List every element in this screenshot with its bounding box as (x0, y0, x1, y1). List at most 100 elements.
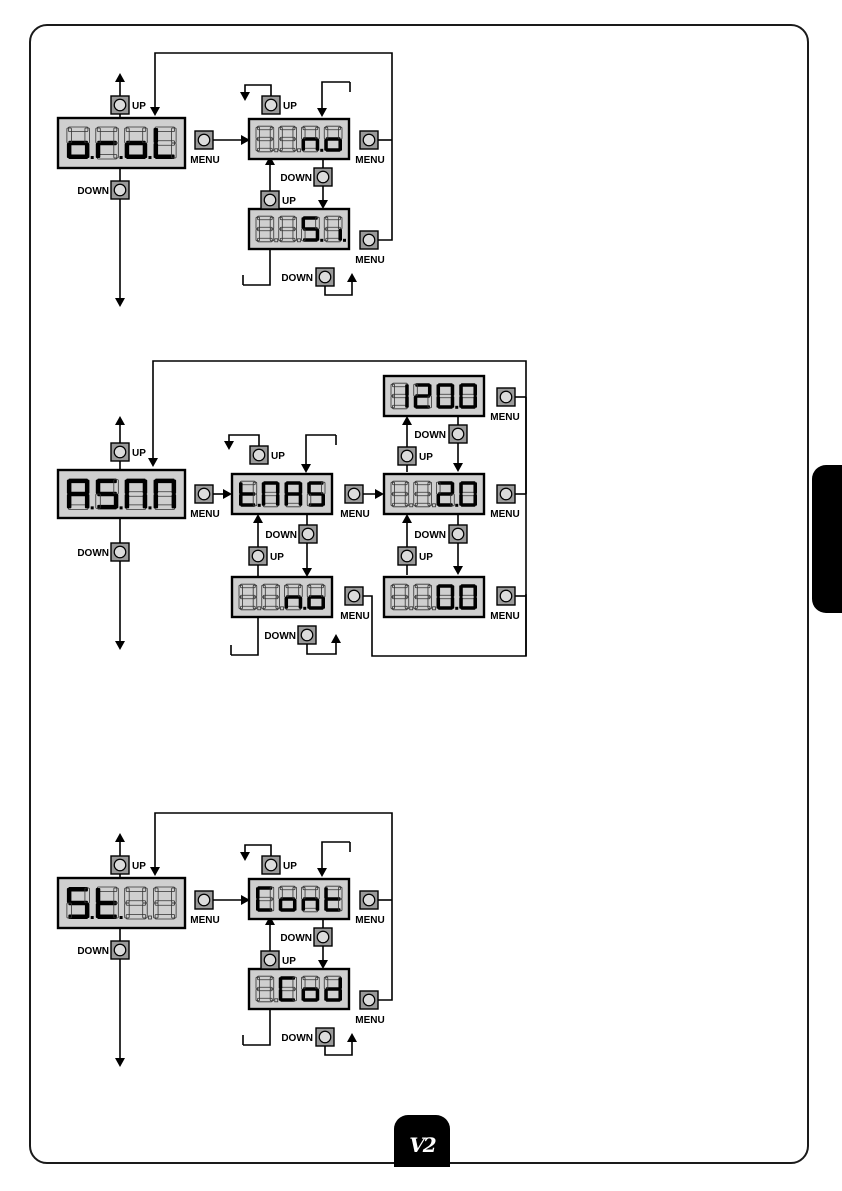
arrow-head-icon (115, 416, 125, 425)
segment-e (324, 989, 328, 1001)
push-button-icon (449, 525, 467, 543)
flow-line (322, 842, 350, 875)
segment-c (85, 143, 90, 158)
push-button-icon (250, 446, 268, 464)
push-button-icon (398, 447, 416, 465)
arrow-head-icon (347, 273, 357, 282)
decimal-dot (91, 506, 94, 509)
segment-e (437, 597, 441, 609)
button-cap (264, 194, 276, 206)
segment-f (67, 480, 72, 494)
decimal-dot (148, 506, 151, 509)
push-button-icon (195, 485, 213, 503)
up-label: UP (132, 861, 146, 872)
segment-e (437, 494, 441, 506)
decimal-dot (320, 149, 323, 152)
segment-g (286, 492, 301, 496)
push-button-icon (195, 891, 213, 909)
segment-e (154, 143, 159, 158)
display-st-cod (249, 969, 349, 1009)
push-button-icon (345, 485, 363, 503)
segment-c (85, 903, 90, 918)
segment-b (451, 585, 455, 597)
display-orol-main (58, 118, 185, 168)
menu-label: MENU (355, 155, 384, 166)
decimal-dot (320, 239, 323, 242)
segment-f (239, 482, 243, 494)
push-button-icon (360, 991, 378, 1009)
push-button-icon (314, 168, 332, 186)
button-cap (114, 184, 126, 196)
segment-c (316, 989, 320, 1001)
segment-e (239, 494, 243, 506)
segment-c (114, 494, 119, 508)
down-label: DOWN (281, 273, 313, 284)
flow-line (245, 845, 271, 857)
arrow-head-icon (453, 463, 463, 472)
push-button-icon (111, 543, 129, 561)
up-label: UP (283, 861, 297, 872)
up-label: UP (132, 101, 146, 112)
segment-c (85, 494, 90, 508)
segment-c (316, 139, 320, 151)
segment-e (324, 899, 328, 911)
segment-f (279, 977, 283, 989)
push-button-icon (111, 443, 129, 461)
segment-d (438, 606, 453, 610)
arrow-head-icon (301, 464, 311, 473)
down-label: DOWN (77, 186, 109, 197)
push-button-icon (345, 587, 363, 605)
segment-e (302, 989, 306, 1001)
button-cap (252, 550, 264, 562)
segment-f (125, 480, 130, 494)
segment-c (473, 597, 477, 609)
menu-label: MENU (490, 611, 519, 622)
segment-c (143, 494, 148, 508)
display-asm-main (58, 470, 185, 518)
button-cap (348, 590, 360, 602)
segment-c (299, 494, 303, 506)
up-label: UP (283, 101, 297, 112)
button-cap (452, 528, 464, 540)
push-button-icon (111, 941, 129, 959)
button-cap (301, 629, 313, 641)
segment-a (286, 481, 301, 485)
down-label: DOWN (264, 631, 296, 642)
segment-f (262, 482, 266, 494)
button-cap (452, 428, 464, 440)
menu-label: MENU (355, 1015, 384, 1026)
push-button-icon (111, 96, 129, 114)
display-st-cont (249, 879, 349, 919)
segment-d (309, 606, 324, 610)
segment-e (459, 597, 463, 609)
up-label: UP (419, 452, 433, 463)
segment-f (96, 480, 101, 494)
down-label: DOWN (77, 946, 109, 957)
button-cap (500, 391, 512, 403)
segment-c (451, 597, 455, 609)
segment-f (154, 128, 159, 143)
button-cap (317, 171, 329, 183)
down-label: DOWN (281, 1033, 313, 1044)
seven-seg-digit (96, 127, 119, 159)
segment-b (338, 977, 342, 989)
segment-a (461, 584, 476, 588)
decimal-dot (91, 916, 94, 919)
push-button-icon (398, 547, 416, 565)
segment-f (67, 888, 72, 903)
segment-f (154, 480, 159, 494)
push-button-icon (299, 525, 317, 543)
display-frame (384, 577, 484, 617)
push-button-icon (314, 928, 332, 946)
display-asm-tmas (232, 474, 332, 514)
segment-b (299, 482, 303, 494)
arrow-head-icon (115, 1058, 125, 1067)
displays (58, 118, 484, 1009)
button-cap (264, 954, 276, 966)
segment-d (326, 148, 341, 152)
decimal-dot (148, 156, 151, 159)
push-button-icon (360, 131, 378, 149)
flow-line (306, 435, 336, 471)
